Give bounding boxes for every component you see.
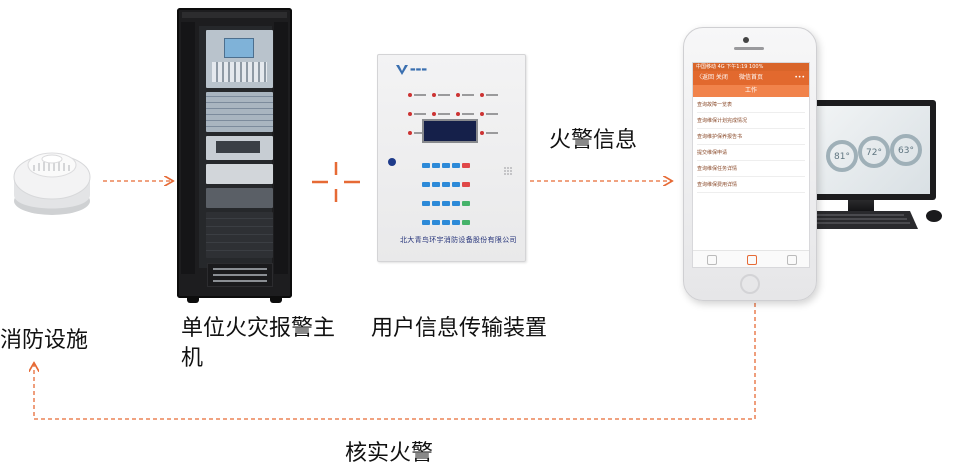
menu-item[interactable]: 查询维护保养报告书: [697, 129, 805, 145]
brand-logo: [396, 65, 408, 75]
fire-alarm-host-cabinet: [177, 8, 292, 303]
arrow-verify-loop: [34, 303, 756, 420]
device-lcd: [422, 119, 478, 143]
transmission-device: ▬▬▬ 北大青鸟环宇消防设备股份有限公司: [377, 54, 526, 262]
menu-item[interactable]: 查询维保任务详情: [697, 161, 805, 177]
phone-screen: 中国移动 4G 下午1:19 100% 〈返回 关闭 微信首页 ••• 工作 查…: [692, 62, 810, 268]
more-icon[interactable]: •••: [794, 74, 805, 81]
power-module: [206, 212, 273, 258]
label-transmission-device: 用户信息传输装置: [371, 316, 548, 341]
gauge-value: 63°: [898, 146, 914, 156]
camera-icon: [743, 37, 749, 43]
label-fire-alarm-info: 火警信息: [549, 128, 638, 153]
phone-nav-bar: 〈返回 关闭 微信首页 •••: [693, 71, 809, 85]
menu-item[interactable]: 提交维保申请: [697, 145, 805, 161]
plus-icon: [312, 162, 360, 202]
profile-tab-icon[interactable]: [787, 255, 797, 265]
home-tab-icon[interactable]: [707, 255, 717, 265]
smartphone: 中国移动 4G 下午1:19 100% 〈返回 关闭 微信首页 ••• 工作 查…: [683, 27, 817, 301]
cabinet-nameplate: [207, 263, 273, 287]
tab-work[interactable]: 工作: [693, 85, 809, 97]
gauge-value: 72°: [866, 148, 882, 158]
control-panel: [206, 30, 273, 88]
back-button[interactable]: 〈返回 关闭: [696, 74, 728, 81]
phone-bottom-bar: [693, 250, 809, 267]
device-manufacturer-text: 北大青鸟环宇消防设备股份有限公司: [400, 236, 517, 244]
device-brand: ▬▬▬: [410, 66, 428, 73]
phone-menu-list: 查询故障一览表 查询维保计划完成情况 查询维护保养报告书 提交维保申请 查询维保…: [693, 97, 809, 193]
device-keypad: [422, 155, 484, 231]
menu-item[interactable]: 查询维保费用详情: [697, 177, 805, 193]
phone-status-bar: 中国移动 4G 下午1:19 100%: [693, 63, 809, 71]
phone-page-title: 微信首页: [738, 74, 763, 81]
label-fire-facility: 消防设施: [0, 328, 89, 353]
menu-item[interactable]: 查询故障一览表: [697, 97, 805, 113]
gauge-value: 81°: [834, 152, 850, 162]
speaker-icon: [504, 167, 512, 175]
work-tab-icon[interactable]: [747, 255, 757, 265]
label-fire-alarm-host: 单位火灾报警主机: [181, 316, 336, 371]
host-lcd: [224, 38, 254, 58]
zone-indicator-panel: [206, 92, 273, 132]
home-button[interactable]: [740, 274, 760, 294]
label-verify-alarm: 核实火警: [345, 441, 434, 466]
lock-icon: [388, 158, 396, 166]
mouse: [926, 210, 942, 222]
smoke-detector-icon: [13, 152, 91, 215]
menu-item[interactable]: 查询维保计划完成情况: [697, 113, 805, 129]
